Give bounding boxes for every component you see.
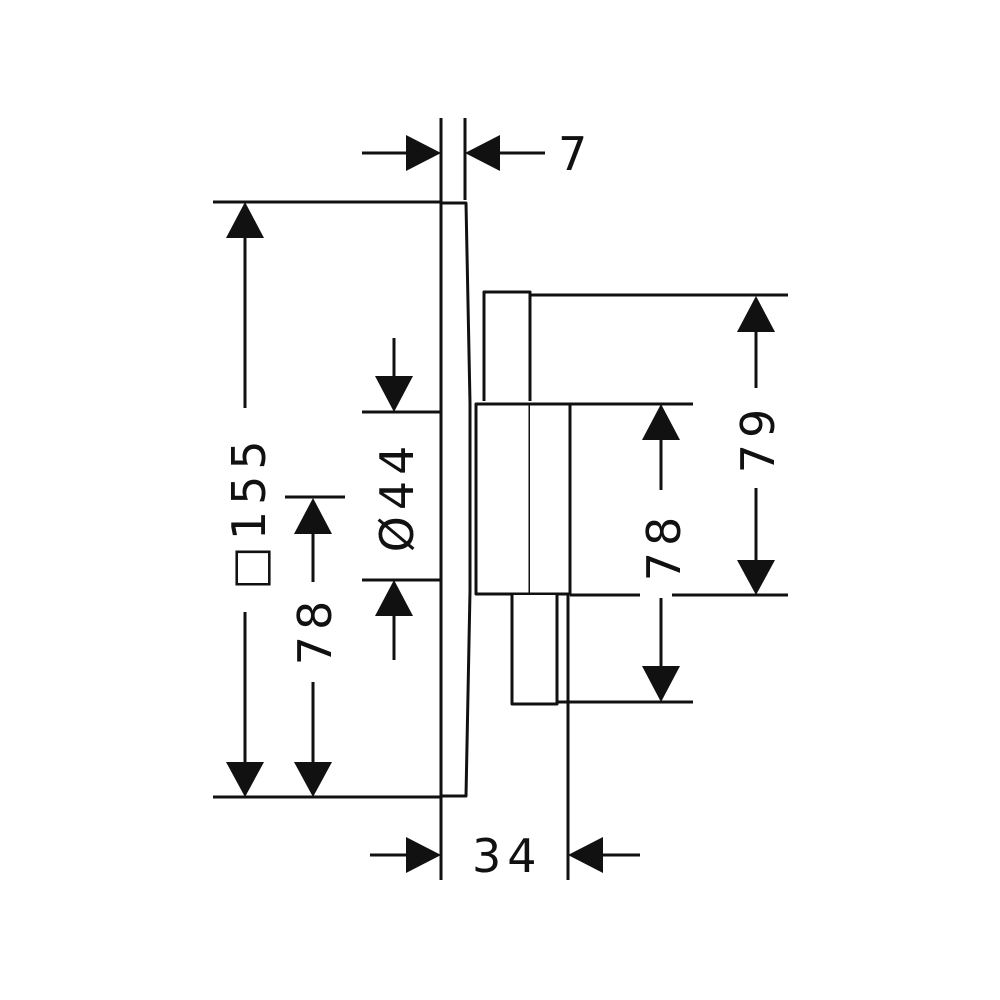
arrow-down (642, 666, 680, 702)
part-outline (439, 201, 572, 798)
arrow-down (737, 560, 775, 595)
dim-panel-thickness: 7 (362, 127, 593, 181)
body-front (474, 402, 532, 596)
arrow-left (568, 837, 603, 873)
arrow-down (375, 376, 413, 412)
arrow-right (406, 135, 441, 171)
arrow-down (226, 762, 264, 797)
dim-panel-square: □155 (222, 202, 276, 797)
upper-stem (482, 290, 532, 401)
dim-label-lower-offset-left: 78 (288, 595, 342, 666)
arrow-left (465, 135, 500, 171)
dim-right-outer-height: 79 (731, 296, 785, 595)
dim-label-diameter: Ø44 (370, 440, 424, 553)
arrow-up (294, 498, 332, 534)
dim-label-right-inner-height: 78 (637, 511, 691, 582)
body-rear (530, 402, 572, 596)
arrow-up (737, 296, 775, 332)
arrow-up (642, 404, 680, 440)
dim-right-inner-height: 78 (637, 404, 691, 702)
lower-stem (510, 595, 559, 706)
arrow-right (406, 837, 441, 873)
dim-label-overall-depth: 34 (472, 829, 543, 883)
arrow-down (294, 762, 332, 797)
dim-label-panel-thickness: 7 (558, 127, 593, 181)
dim-label-panel-square: □155 (222, 434, 276, 589)
arrow-up (226, 202, 264, 238)
dim-label-right-outer-height: 79 (731, 403, 785, 474)
dim-lower-offset-left: 78 (288, 498, 342, 797)
dim-diameter: Ø44 (370, 338, 424, 660)
dim-overall-depth: 34 (370, 829, 640, 883)
arrow-up (375, 580, 413, 616)
cover-plate (439, 201, 472, 798)
